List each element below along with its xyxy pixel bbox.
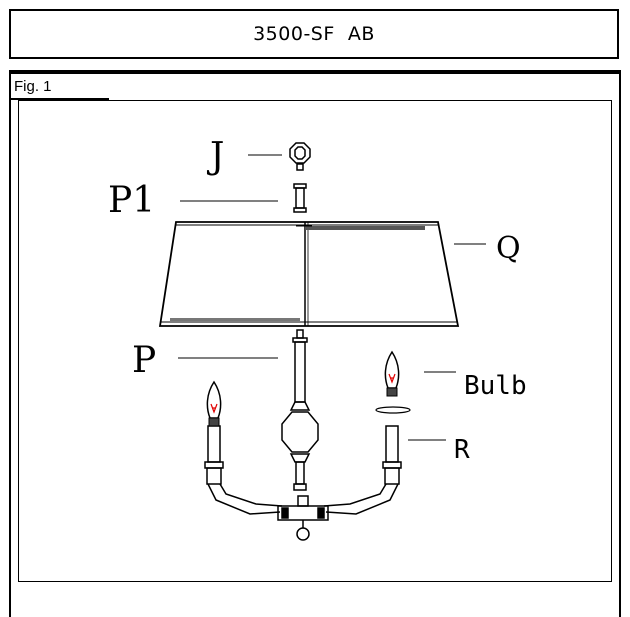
part-p1-coupling: [293, 183, 307, 213]
leader-lines: [178, 154, 486, 441]
label-j: J: [206, 136, 224, 177]
figure-label: Fig. 1: [14, 78, 52, 95]
label-p: P: [132, 340, 156, 381]
label-q: Q: [496, 231, 521, 266]
label-r: R: [454, 435, 470, 465]
model-title: 3500-SF AB: [9, 9, 619, 59]
figure-label-underline: [9, 98, 109, 100]
part-arm-assembly: [204, 425, 402, 541]
label-bulb: Bulb: [464, 371, 527, 401]
bulb-right: [384, 350, 400, 397]
bulb-left: [206, 380, 222, 427]
bulb-ring: [375, 406, 411, 414]
outer-frame: [9, 72, 621, 617]
part-p-column: [281, 329, 319, 491]
figure-frame: [18, 100, 612, 582]
header-divider: [9, 70, 621, 74]
label-p1: P1: [108, 180, 155, 221]
part-j-finial: [289, 142, 311, 171]
part-q-shade: [158, 221, 460, 327]
